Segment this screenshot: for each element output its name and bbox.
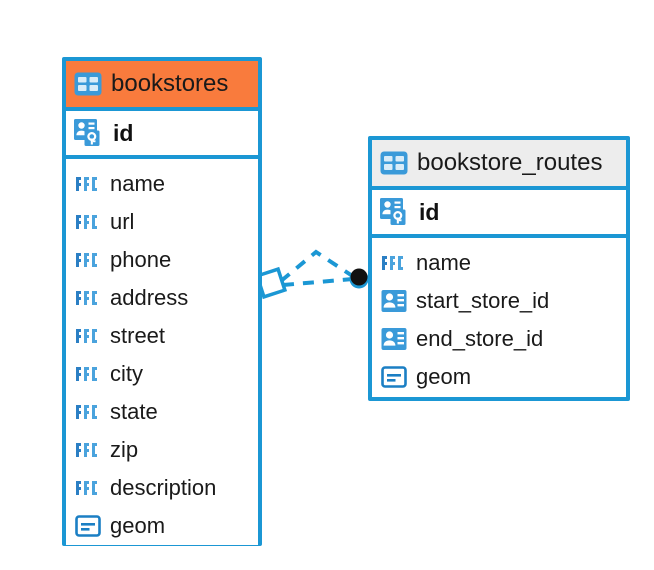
abc-text-icon <box>75 328 101 344</box>
abc-text-icon <box>75 176 101 192</box>
field-label: street <box>110 323 166 348</box>
abc-text-icon <box>75 442 101 458</box>
table-icon <box>380 151 408 175</box>
field-row[interactable]: start_store_id <box>372 282 626 320</box>
abc-text-icon <box>75 214 101 230</box>
field-label: geom <box>110 513 166 538</box>
entity-header-bookstore-routes[interactable]: bookstore_routes <box>372 140 626 190</box>
field-label: name <box>110 171 166 196</box>
entity-primary-key-row[interactable]: id <box>66 111 258 159</box>
foreign-key-icon <box>381 327 407 351</box>
field-row[interactable]: zip <box>66 431 258 469</box>
entity-title: bookstores <box>111 70 229 97</box>
entity-bookstores[interactable]: bookstores id <box>62 57 262 546</box>
abc-text-icon <box>75 404 101 420</box>
entity-title: bookstore_routes <box>417 149 603 176</box>
filled-circle-marker-icon <box>349 268 369 289</box>
field-row[interactable]: phone <box>66 241 258 279</box>
field-row[interactable]: state <box>66 393 258 431</box>
field-row[interactable]: geom <box>66 507 258 545</box>
field-label: start_store_id <box>416 288 550 313</box>
entity-field-list: name start_store_id <box>372 238 626 404</box>
field-label: url <box>110 209 135 234</box>
field-row[interactable]: city <box>66 355 258 393</box>
field-label: end_store_id <box>416 326 544 351</box>
field-label: description <box>110 475 217 500</box>
table-icon <box>74 72 102 96</box>
field-label: name <box>416 250 472 275</box>
primary-key-icon <box>74 119 104 147</box>
primary-key-label: id <box>113 119 134 146</box>
geometry-icon <box>75 515 101 537</box>
primary-key-label: id <box>419 198 440 225</box>
field-row[interactable]: street <box>66 317 258 355</box>
field-row[interactable]: address <box>66 279 258 317</box>
field-row[interactable]: end_store_id <box>372 320 626 358</box>
field-row[interactable]: name <box>66 165 258 203</box>
field-label: address <box>110 285 189 310</box>
entity-header-bookstores[interactable]: bookstores <box>66 61 258 111</box>
field-label: zip <box>110 437 139 462</box>
primary-key-icon <box>380 198 410 226</box>
field-row[interactable]: name <box>372 244 626 282</box>
geometry-icon <box>381 366 407 388</box>
foreign-key-icon <box>381 289 407 313</box>
field-label: city <box>110 361 143 386</box>
relationship-line-upper <box>279 249 356 283</box>
abc-text-icon <box>75 290 101 306</box>
entity-primary-key-row[interactable]: id <box>372 190 626 238</box>
abc-text-icon <box>75 366 101 382</box>
field-row[interactable]: description <box>66 469 258 507</box>
abc-text-icon <box>75 252 101 268</box>
abc-text-icon <box>75 480 101 496</box>
field-row[interactable]: geom <box>372 358 626 396</box>
field-row[interactable]: url <box>66 203 258 241</box>
relationship-line-lower <box>282 277 354 287</box>
abc-text-icon <box>381 255 407 271</box>
entity-bookstore-routes[interactable]: bookstore_routes id <box>368 136 630 401</box>
field-label: phone <box>110 247 172 272</box>
entity-field-list: name url <box>66 159 258 553</box>
field-label: geom <box>416 364 472 389</box>
field-label: state <box>110 399 158 424</box>
